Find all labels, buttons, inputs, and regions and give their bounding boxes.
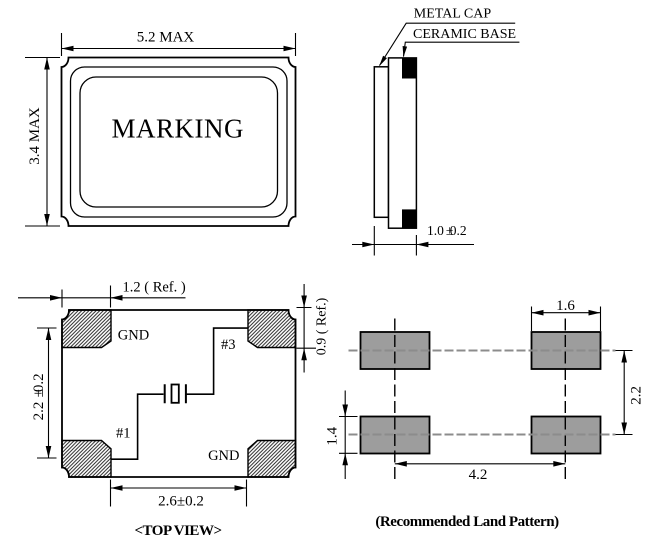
svg-text:GND: GND	[118, 328, 149, 344]
svg-text:GND: GND	[208, 448, 239, 464]
svg-text:2.2: 2.2	[629, 386, 645, 405]
svg-text:MARKING: MARKING	[112, 114, 245, 144]
svg-text:3.4 MAX: 3.4 MAX	[27, 107, 43, 165]
svg-text:#3: #3	[221, 337, 236, 353]
svg-text:CERAMIC BASE: CERAMIC BASE	[413, 27, 516, 42]
svg-text:1.6: 1.6	[556, 298, 575, 314]
svg-text:#1: #1	[116, 426, 131, 442]
svg-text:0.9 ( Ref.): 0.9 ( Ref.)	[315, 297, 330, 355]
svg-text:5.2 MAX: 5.2 MAX	[137, 30, 195, 46]
svg-text:(Recommended Land Pattern): (Recommended Land Pattern)	[375, 514, 559, 530]
svg-text:<TOP VIEW>: <TOP VIEW>	[135, 523, 222, 539]
svg-text:1.2 ( Ref. ): 1.2 ( Ref. )	[123, 280, 186, 296]
svg-text:1.0±0.2: 1.0±0.2	[427, 223, 467, 238]
svg-text:METAL CAP: METAL CAP	[414, 7, 492, 22]
svg-text:2.2 ±0.2: 2.2 ±0.2	[31, 373, 47, 420]
svg-text:2.6±0.2: 2.6±0.2	[158, 494, 204, 510]
svg-text:4.2: 4.2	[469, 467, 488, 483]
svg-text:1.4: 1.4	[325, 426, 341, 445]
